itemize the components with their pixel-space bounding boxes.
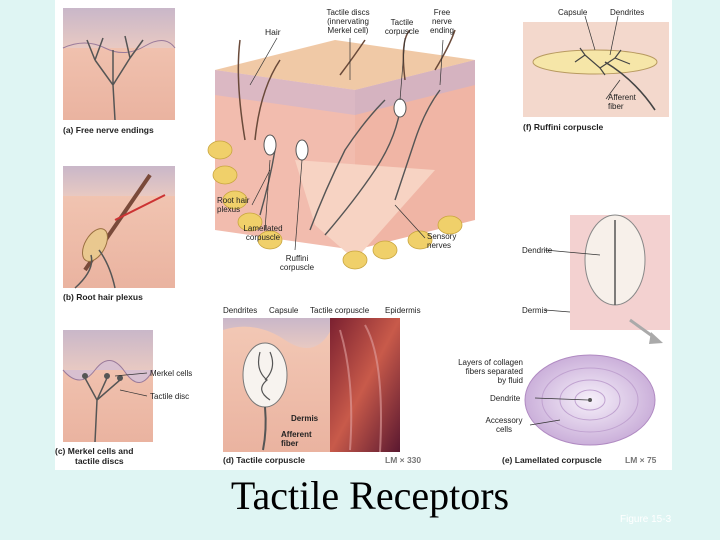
label-d-dendrites: Dendrites (223, 306, 258, 315)
label-d-dermis: Dermis (291, 414, 319, 423)
label-tactile-corpuscle: Tactile corpuscle (384, 18, 420, 36)
label-e-dendrite-top: Dendrite (522, 246, 553, 255)
slide-title: Tactile Receptors (230, 473, 510, 518)
label-f-dendrites: Dendrites (610, 8, 645, 17)
panel-d-magnification: LM × 330 (385, 455, 422, 465)
label-d-tactile-corpuscle: Tactile corpuscle (310, 306, 370, 315)
label-lamellated-corpuscle: Lamellated corpuscle (243, 224, 283, 242)
label-c-merkel-cells: Merkel cells (150, 369, 193, 378)
label-e-dendrite-bottom: Dendrite (490, 394, 521, 403)
label-e-dermis: Dermis (522, 306, 548, 315)
label-d-epidermis: Epidermis (385, 306, 421, 315)
anatomy-illustration (62, 8, 670, 453)
label-d-afferent-fiber: Afferent fiber (281, 430, 312, 448)
panel-c-caption-line2: tactile discs (75, 456, 124, 466)
label-f-capsule: Capsule (558, 8, 588, 17)
panel-e-caption: (e) Lamellated corpuscle (502, 455, 602, 465)
panel-c-caption-line1: (c) Merkel cells and (55, 446, 134, 456)
label-ruffini-corpuscle: Ruffini corpuscle (279, 254, 315, 272)
panel-c-drawing (62, 330, 154, 443)
panel-b-drawing (63, 166, 175, 289)
panel-a-caption: (a) Free nerve endings (63, 125, 154, 135)
panel-e-magnification: LM × 75 (625, 455, 657, 465)
label-c-tactile-disc: Tactile disc (150, 392, 190, 401)
label-root-hair-plexus: Root hair plexus (217, 196, 250, 214)
label-d-capsule: Capsule (269, 306, 299, 315)
label-hair: Hair (265, 27, 281, 37)
panel-b-caption: (b) Root hair plexus (63, 292, 143, 302)
figure-panel: (a) Free nerve endings (b) Root hair ple… (55, 0, 672, 470)
label-tactile-discs: Tactile discs (innervating Merkel cell) (326, 8, 370, 35)
label-e-accessory-cells: Accessory cells (485, 416, 523, 434)
panel-f-drawing (523, 22, 669, 117)
figure-reference: Figure 15-3 (620, 514, 672, 525)
label-sensory-nerves: Sensory nerves (427, 232, 457, 250)
panel-d-caption: (d) Tactile corpuscle (223, 455, 306, 465)
panel-e-drawing (524, 214, 670, 446)
label-free-nerve-ending: Free nerve ending (429, 8, 455, 35)
panel-f-caption: (f) Ruffini corpuscle (523, 122, 604, 132)
skin-block-drawing (207, 29, 475, 270)
label-e-collagen-layers: Layers of collagen fibers separated by f… (458, 358, 523, 385)
panel-d-drawing (223, 318, 400, 453)
label-f-afferent-fiber: Afferent fiber (608, 93, 636, 111)
panel-a-drawing (62, 8, 176, 121)
